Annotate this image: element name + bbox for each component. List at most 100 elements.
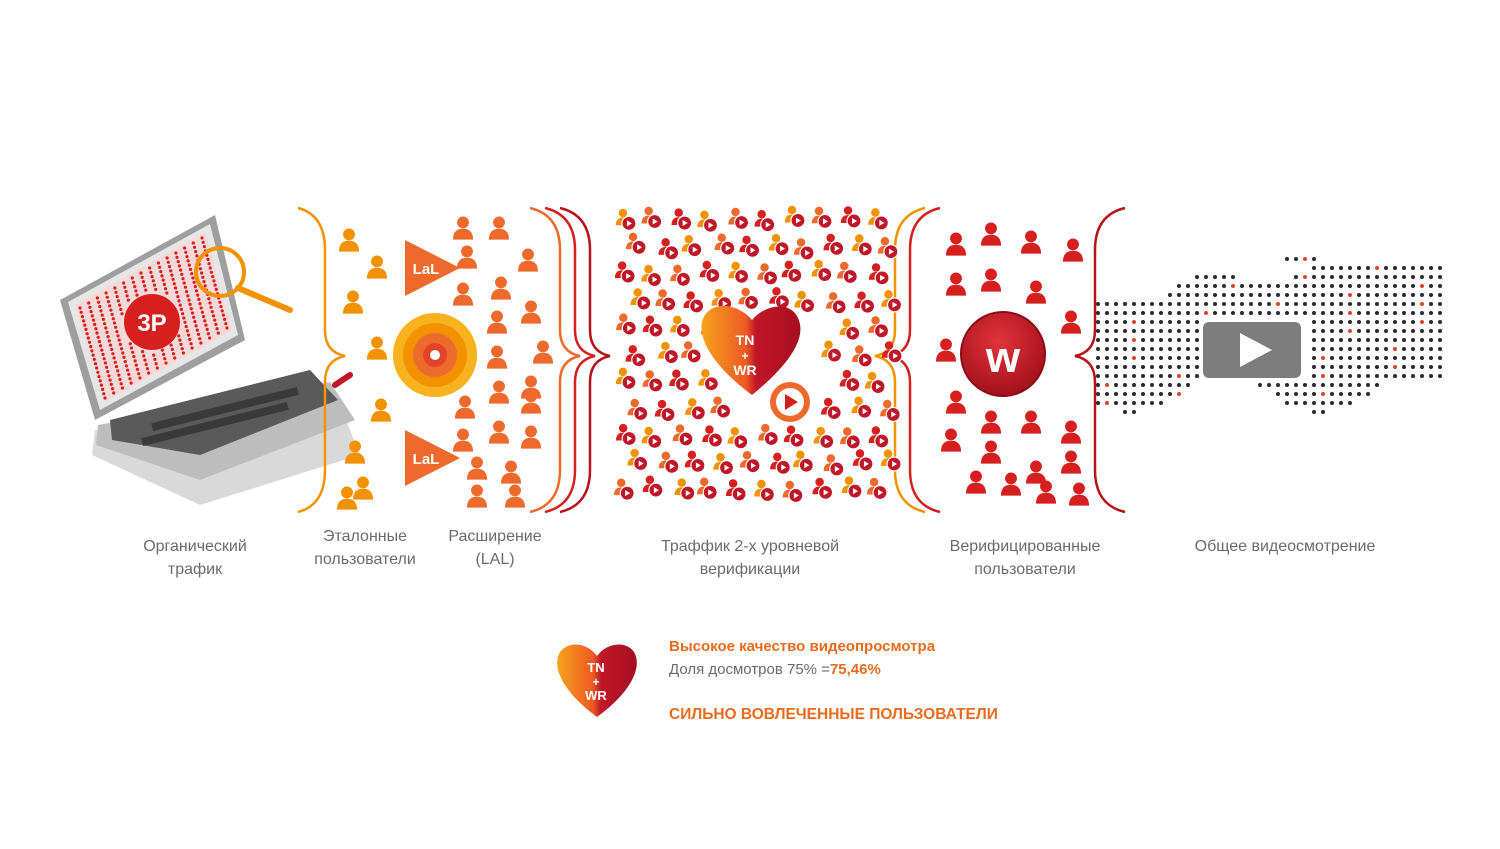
heart-icon: TN + WR: [701, 305, 810, 422]
legend-share-value: 75,46%: [829, 661, 881, 678]
user-icon: [980, 440, 1002, 464]
play-icon: [892, 301, 898, 308]
user-icon: [486, 310, 508, 334]
user-icon: [520, 425, 542, 449]
user-icon: [965, 470, 987, 494]
verified-traffic-user: [866, 477, 888, 501]
user-icon: [980, 222, 1002, 246]
verified-traffic-user: [840, 427, 861, 450]
user-icon: [1020, 230, 1042, 254]
verified-traffic-user: [728, 261, 750, 285]
verified-traffic-user: [714, 233, 736, 256]
label-line: трафик: [167, 561, 223, 578]
play-icon: [852, 488, 858, 495]
play-icon: [832, 352, 838, 359]
verified-traffic-user: [852, 234, 873, 257]
user-icon: [1025, 460, 1047, 484]
play-icon: [780, 245, 786, 252]
play-icon: [680, 381, 686, 388]
verified-traffic-user: [641, 206, 663, 230]
user-icon: [980, 268, 1002, 292]
verified-traffic-user: [854, 291, 876, 314]
play-icon: [834, 245, 840, 252]
verified-traffic-user: [754, 210, 776, 233]
verified-traffic-user: [615, 208, 637, 231]
legend-heart-top-text: TN: [587, 660, 604, 675]
heart-top-text: TN: [736, 332, 755, 348]
verified-traffic-user: [698, 369, 719, 392]
w-logo-text: w: [985, 333, 1021, 382]
play-icon: [725, 245, 731, 252]
play-icon: [695, 462, 701, 469]
user-icon: [488, 380, 510, 404]
user-icon: [1060, 310, 1082, 334]
play-icon: [823, 489, 829, 496]
play-icon: [708, 489, 714, 496]
verified-traffic-user: [680, 341, 702, 364]
play-icon: [739, 273, 745, 280]
verified-traffic-user: [757, 263, 779, 286]
verified-traffic-user: [813, 426, 835, 450]
label-line: Траффик 2-х уровневой: [660, 538, 840, 555]
label-line: Общее видеосмотрение: [1194, 538, 1376, 555]
heart-bottom-text: WR: [733, 362, 756, 378]
verified-traffic-user: [725, 479, 747, 502]
verified-traffic-user: [839, 369, 861, 393]
verification-traffic-group: [614, 205, 903, 504]
play-icon: [692, 352, 698, 359]
verified-traffic-user: [642, 315, 664, 338]
play-icon: [780, 298, 786, 305]
label-line: пользователи: [974, 561, 1076, 578]
user-icon: [520, 300, 542, 324]
verified-traffic-user: [781, 260, 803, 283]
lal-bottom-marker: [405, 430, 460, 486]
play-icon: [765, 221, 771, 228]
verified-traffic-user: [658, 238, 680, 261]
user-icon: [500, 460, 522, 484]
verified-traffic-user: [877, 236, 899, 260]
user-icon: [338, 228, 360, 252]
verified-traffic-user: [681, 234, 703, 258]
play-icon: [805, 249, 811, 256]
user-icon: [1025, 280, 1047, 304]
play-icon: [852, 217, 858, 224]
verified-traffic-user: [615, 423, 637, 447]
verified-traffic-user: [615, 367, 637, 390]
verified-traffic-user: [685, 398, 706, 421]
play-icon: [822, 271, 828, 278]
verified-traffic-user: [739, 450, 761, 474]
verified-traffic-user: [758, 423, 779, 447]
user-icon: [1000, 472, 1022, 496]
play-icon: [685, 490, 691, 497]
label-line: Верифицированные: [949, 538, 1101, 555]
user-icon: [517, 248, 539, 272]
user-icon: [490, 276, 512, 300]
user-icon: [466, 484, 488, 508]
play-icon: [749, 299, 755, 306]
verified-traffic-user: [614, 261, 636, 284]
verified-traffic-user: [672, 424, 694, 447]
verified-traffic-user: [811, 206, 833, 230]
play-icon: [641, 299, 647, 306]
play-icon: [865, 303, 871, 310]
play-icon: [669, 353, 675, 360]
verified-traffic-user: [625, 232, 647, 255]
user-icon: [1060, 420, 1082, 444]
verified-traffic-user: [727, 427, 749, 450]
play-icon: [636, 356, 642, 363]
label-line: Органический: [143, 538, 247, 555]
play-icon: [879, 219, 885, 226]
flow-braces: [297, 206, 1126, 514]
user-icon: [1068, 482, 1090, 506]
play-icon: [710, 272, 716, 279]
verified-traffic-user: [793, 238, 815, 261]
verified-traffic-user: [655, 289, 677, 312]
play-icon: [721, 408, 727, 415]
user-icon: [352, 476, 374, 500]
label-line: (LAL): [475, 551, 515, 568]
label-line: верификации: [699, 561, 801, 578]
play-icon: [863, 460, 869, 467]
laptop-illustration: 3P: [60, 215, 360, 505]
